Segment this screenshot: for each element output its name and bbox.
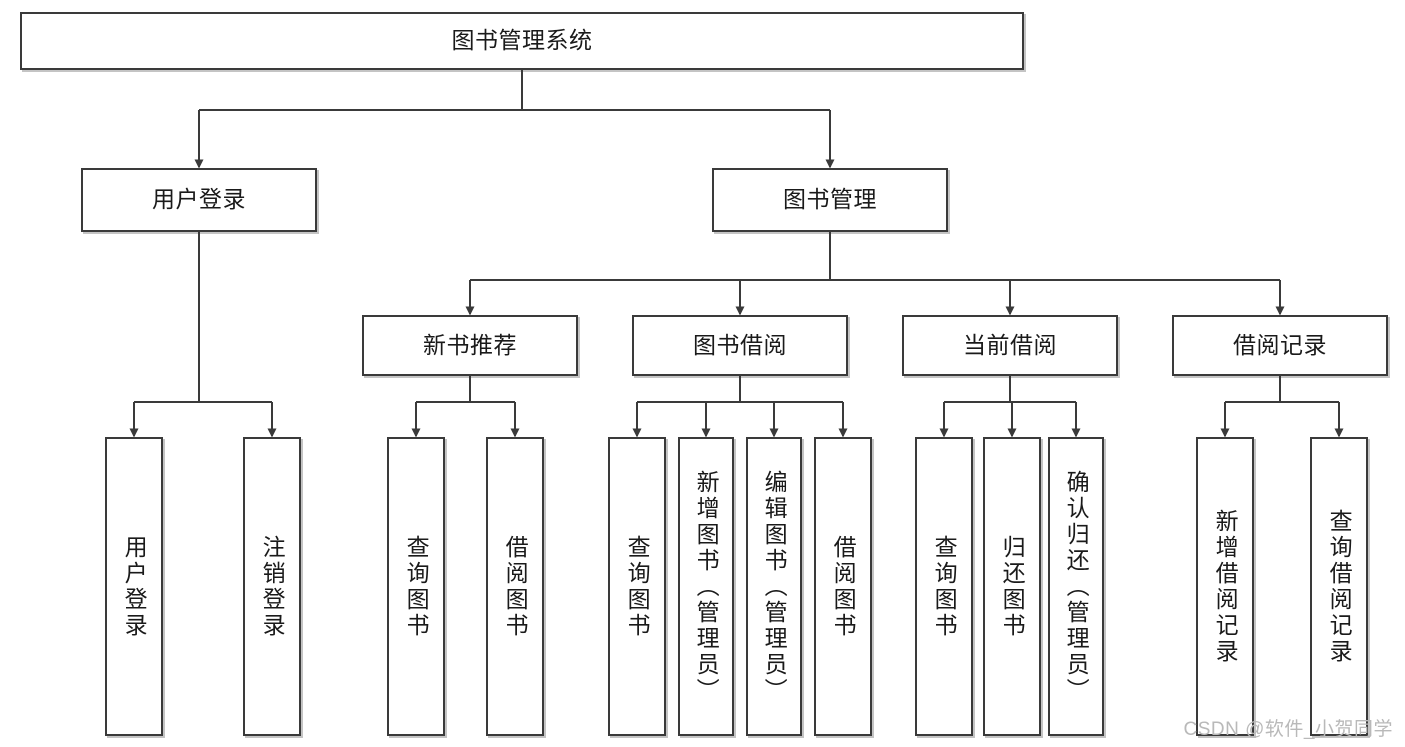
node-book-borrow[interactable]: 图书借阅 bbox=[632, 315, 848, 376]
node-label: 图书借阅 bbox=[693, 331, 787, 358]
node-label: 编辑图书（管理员） bbox=[761, 469, 788, 704]
node-leaf-return-book[interactable]: 归还图书 bbox=[983, 437, 1041, 736]
node-label: 查询图书 bbox=[624, 534, 651, 639]
node-leaf-user-login[interactable]: 用户登录 bbox=[105, 437, 163, 736]
node-label: 图书管理系统 bbox=[451, 27, 593, 54]
node-leaf-logout[interactable]: 注销登录 bbox=[243, 437, 301, 736]
node-label: 注销登录 bbox=[259, 534, 286, 639]
node-label: 确认归还（管理员） bbox=[1063, 469, 1090, 704]
node-label: 查询图书 bbox=[931, 534, 958, 639]
node-leaf-borrow-book-1[interactable]: 借阅图书 bbox=[486, 437, 544, 736]
node-label: 归还图书 bbox=[999, 534, 1026, 639]
node-label: 新增图书（管理员） bbox=[693, 469, 720, 704]
node-leaf-add-book[interactable]: 新增图书（管理员） bbox=[678, 437, 734, 736]
node-leaf-borrow-book-2[interactable]: 借阅图书 bbox=[814, 437, 872, 736]
node-leaf-query-book-2[interactable]: 查询图书 bbox=[608, 437, 666, 736]
watermark-text: CSDN @软件_小贺同学 bbox=[1183, 719, 1393, 740]
node-label: 借阅图书 bbox=[502, 534, 529, 639]
node-label: 新书推荐 bbox=[423, 331, 517, 358]
node-borrow-record[interactable]: 借阅记录 bbox=[1172, 315, 1388, 376]
node-label: 用户登录 bbox=[152, 186, 246, 213]
node-leaf-query-book-3[interactable]: 查询图书 bbox=[915, 437, 973, 736]
node-label: 新增借阅记录 bbox=[1212, 508, 1239, 665]
node-new-book-rec[interactable]: 新书推荐 bbox=[362, 315, 578, 376]
node-label: 借阅图书 bbox=[830, 534, 857, 639]
node-label: 图书管理 bbox=[783, 186, 877, 213]
node-label: 当前借阅 bbox=[963, 331, 1057, 358]
node-label: 查询借阅记录 bbox=[1326, 508, 1353, 665]
node-leaf-edit-book[interactable]: 编辑图书（管理员） bbox=[746, 437, 802, 736]
node-label: 用户登录 bbox=[121, 534, 148, 639]
node-user-login[interactable]: 用户登录 bbox=[81, 168, 317, 232]
node-current-borrow[interactable]: 当前借阅 bbox=[902, 315, 1118, 376]
node-root[interactable]: 图书管理系统 bbox=[20, 12, 1024, 70]
node-leaf-query-book-1[interactable]: 查询图书 bbox=[387, 437, 445, 736]
node-label: 查询图书 bbox=[403, 534, 430, 639]
node-book-manage[interactable]: 图书管理 bbox=[712, 168, 948, 232]
node-label: 借阅记录 bbox=[1233, 331, 1327, 358]
node-leaf-add-record[interactable]: 新增借阅记录 bbox=[1196, 437, 1254, 736]
node-leaf-confirm-return[interactable]: 确认归还（管理员） bbox=[1048, 437, 1104, 736]
node-leaf-query-record[interactable]: 查询借阅记录 bbox=[1310, 437, 1368, 736]
